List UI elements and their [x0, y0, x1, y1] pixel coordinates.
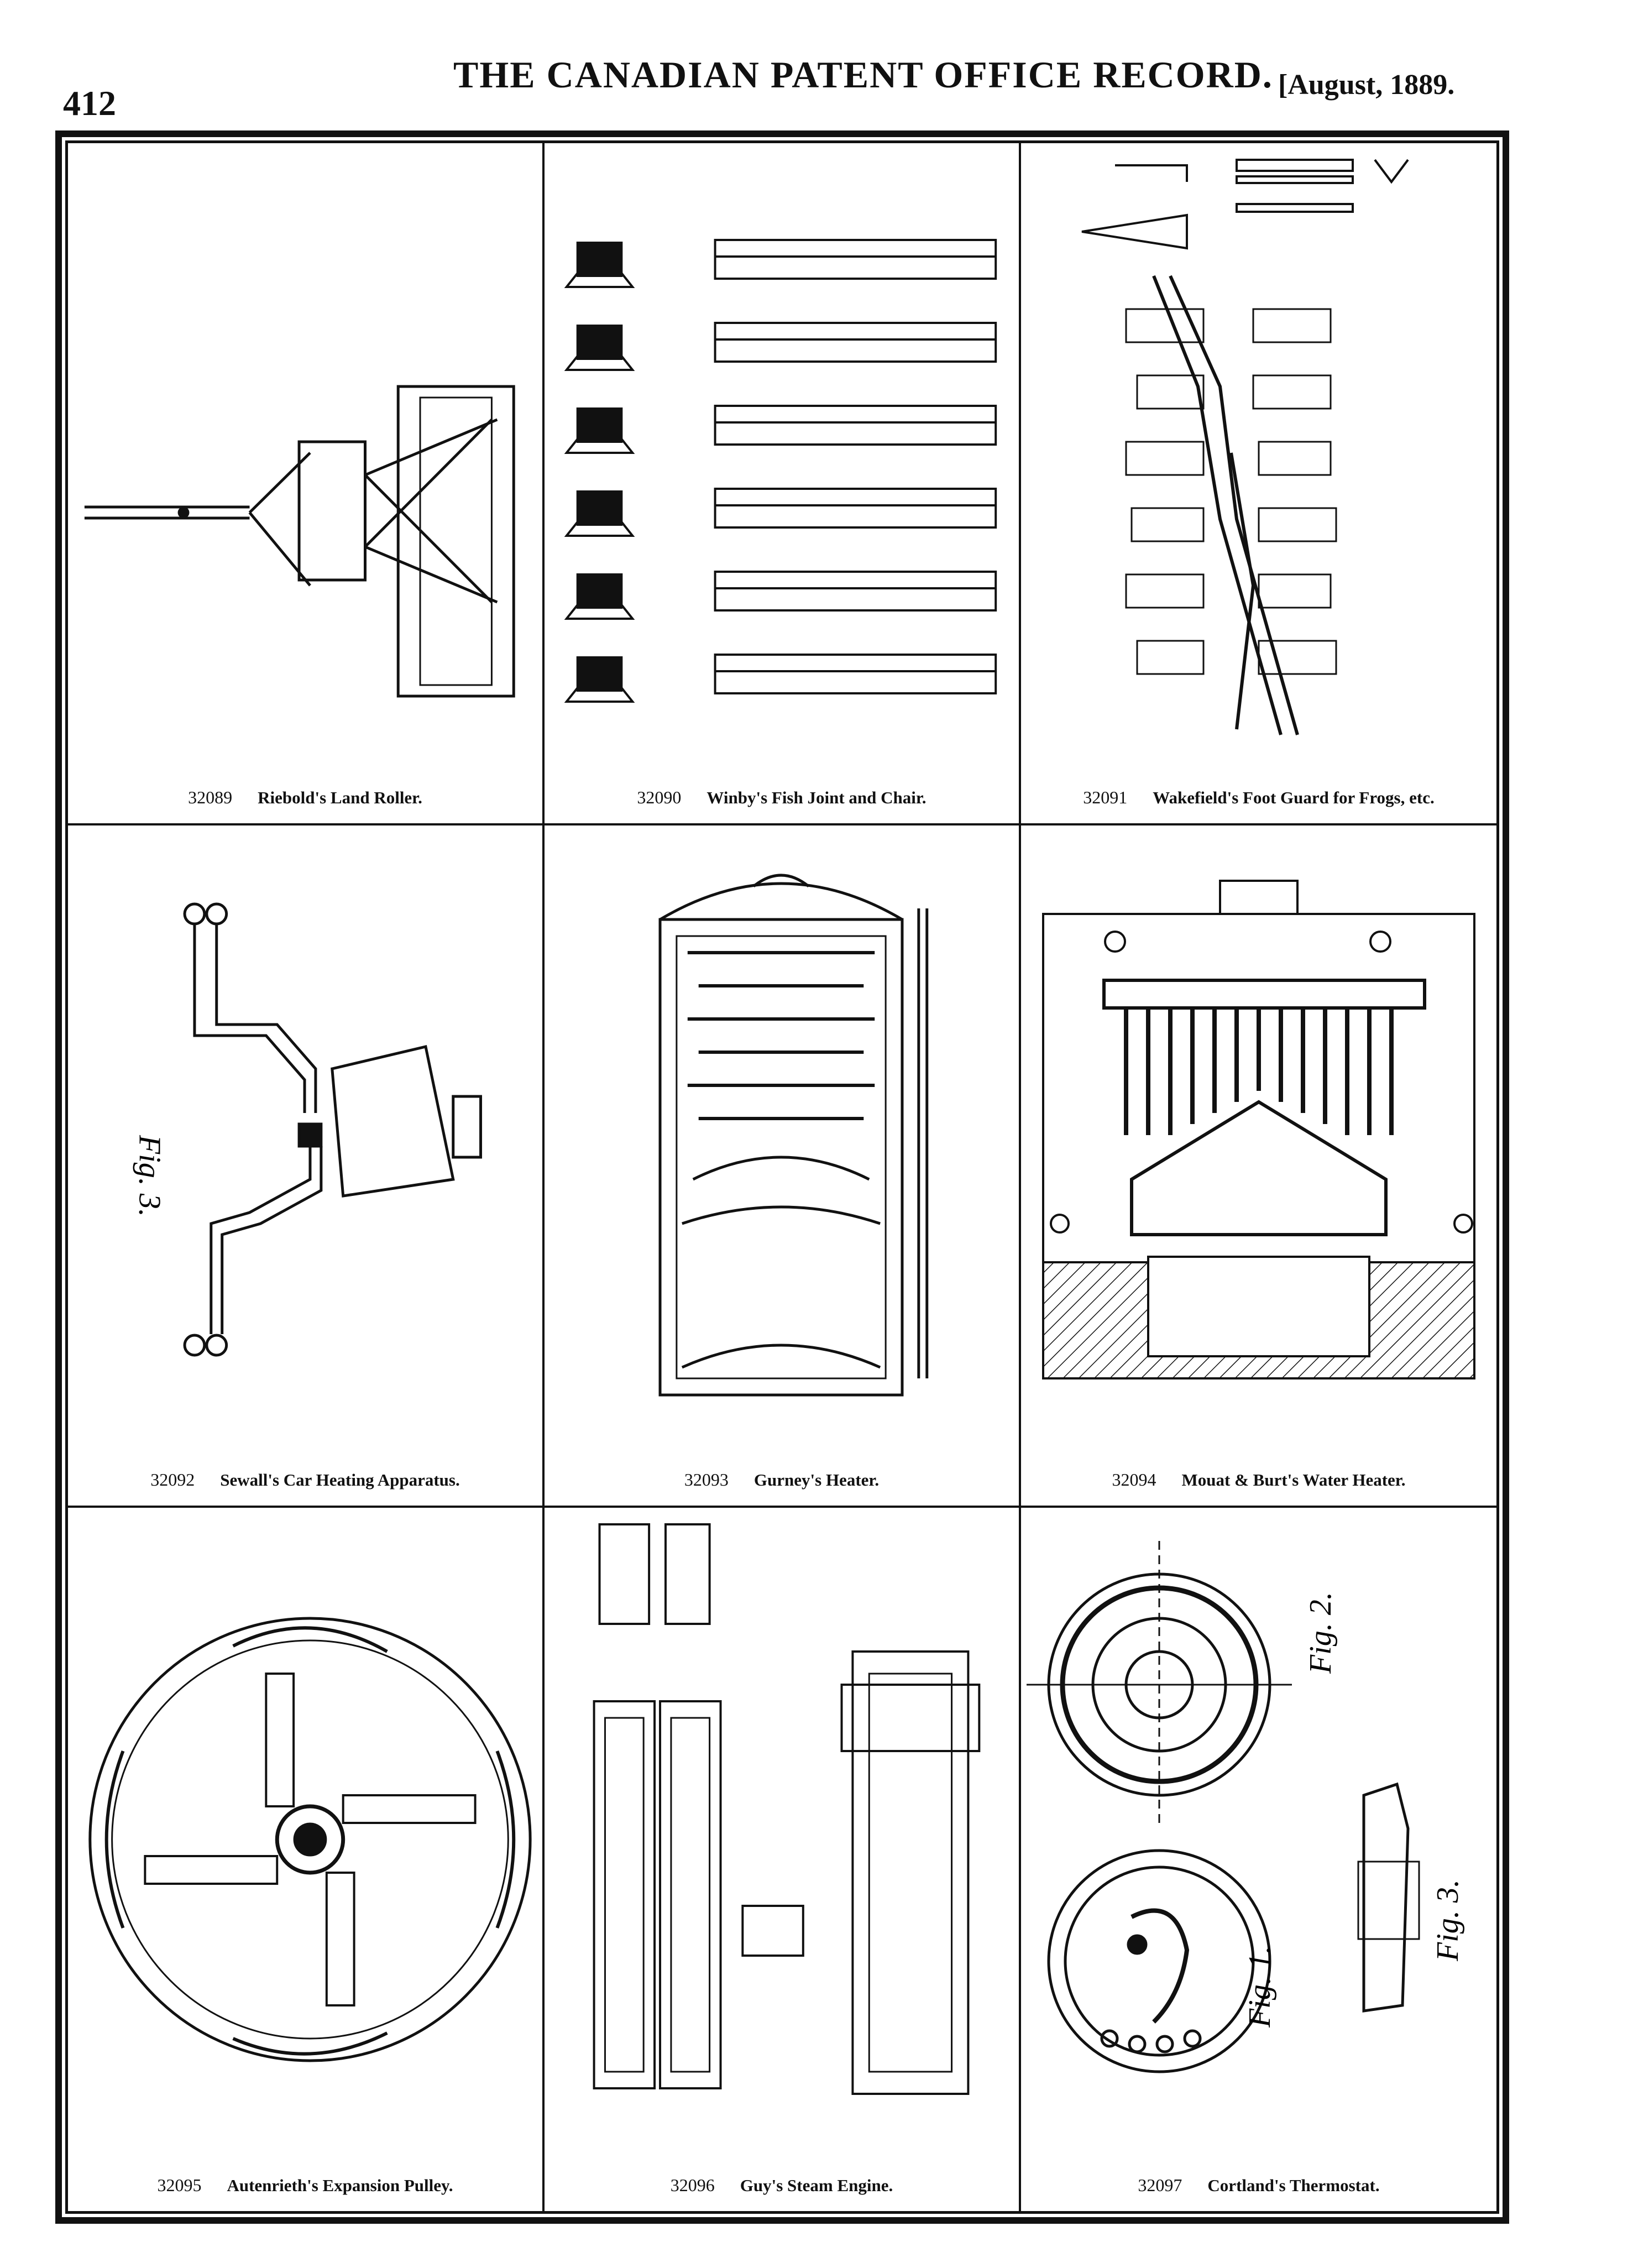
patent-number: 32095 — [157, 2175, 202, 2195]
svg-text:Fig. 1.: Fig. 1. — [1243, 1946, 1277, 2028]
patent-title: Gurney's Heater. — [753, 1470, 880, 1490]
expansion-pulley-drawing — [88, 1617, 532, 2062]
patent-title: Cortland's Thermostat. — [1207, 2176, 1380, 2195]
patent-cell-thermostat: Fig. 2. Fig. 1. Fig. 3. 32097 Cortland's… — [1021, 1508, 1496, 2211]
steam-engine-drawing — [593, 1523, 981, 2095]
patent-title: Wakefield's Foot Guard for Frogs, etc. — [1153, 788, 1435, 807]
land-roller-drawing — [84, 385, 515, 698]
thermostat-drawing: Fig. 2. Fig. 1. Fig. 3. — [1027, 1541, 1465, 2073]
water-heater-drawing — [1042, 880, 1475, 1379]
patent-cell-water-heater: 32094 Mouat & Burt's Water Heater. — [1021, 825, 1496, 1508]
patent-number: 32096 — [670, 2175, 715, 2195]
svg-text:Fig. 2.: Fig. 2. — [1304, 1592, 1338, 1674]
patent-caption: 32095 Autenrieth's Expansion Pulley. — [68, 2175, 542, 2196]
patent-number: 32090 — [637, 787, 682, 807]
patent-number: 32091 — [1083, 787, 1128, 807]
patent-caption: 32096 Guy's Steam Engine. — [545, 2175, 1019, 2196]
svg-text:Fig. 3.: Fig. 3. — [132, 1135, 166, 1217]
patent-title: Winby's Fish Joint and Chair. — [706, 788, 927, 807]
patent-grid: 32089 Riebold's Land Roller. 32090 Winby… — [68, 143, 1496, 2211]
inner-frame — [65, 140, 1499, 2214]
svg-text:Fig. 3.: Fig. 3. — [1431, 1879, 1465, 1962]
fish-joint-drawing — [564, 239, 997, 703]
patent-caption: 32094 Mouat & Burt's Water Heater. — [1021, 1470, 1496, 1490]
patent-number: 32097 — [1138, 2175, 1182, 2195]
patent-number: 32093 — [684, 1470, 729, 1490]
issue-date: [August, 1889. — [1278, 69, 1455, 101]
patent-cell-land-roller: 32089 Riebold's Land Roller. — [68, 143, 545, 825]
patent-title: Riebold's Land Roller. — [258, 788, 422, 807]
patent-number: 32089 — [188, 787, 233, 807]
patent-caption: 32097 Cortland's Thermostat. — [1021, 2175, 1496, 2196]
patent-cell-fish-joint: 32090 Winby's Fish Joint and Chair. — [545, 143, 1021, 825]
patent-number: 32094 — [1112, 1470, 1156, 1490]
patent-cell-foot-guard: 32091 Wakefield's Foot Guard for Frogs, … — [1021, 143, 1496, 825]
patent-cell-expansion-pulley: 32095 Autenrieth's Expansion Pulley. — [68, 1508, 545, 2211]
patent-caption: 32089 Riebold's Land Roller. — [68, 787, 542, 808]
patent-number: 32092 — [150, 1470, 195, 1490]
page-title: THE CANADIAN PATENT OFFICE RECORD. — [453, 54, 1273, 96]
patent-cell-car-heating: Fig. 3. 32092 Sewall's Car Heating Appar… — [68, 825, 545, 1508]
patent-caption: 32092 Sewall's Car Heating Apparatus. — [68, 1470, 542, 1490]
patent-title: Guy's Steam Engine. — [740, 2176, 893, 2195]
patent-title: Sewall's Car Heating Apparatus. — [220, 1470, 460, 1490]
patent-cell-steam-engine: 32096 Guy's Steam Engine. — [545, 1508, 1021, 2211]
patent-title: Autenrieth's Expansion Pulley. — [227, 2176, 453, 2195]
patent-title: Mouat & Burt's Water Heater. — [1181, 1470, 1406, 1490]
outer-frame — [55, 130, 1509, 2224]
page-number: 412 — [63, 83, 116, 123]
patent-cell-gurney-heater: 32093 Gurney's Heater. — [545, 825, 1021, 1508]
gurney-heater-drawing — [658, 874, 929, 1397]
patent-caption: 32091 Wakefield's Foot Guard for Frogs, … — [1021, 787, 1496, 808]
foot-guard-drawing — [1081, 159, 1409, 735]
patent-caption: 32093 Gurney's Heater. — [545, 1470, 1019, 1490]
car-heating-drawing: Fig. 3. — [132, 902, 483, 1357]
patent-caption: 32090 Winby's Fish Joint and Chair. — [545, 787, 1019, 808]
